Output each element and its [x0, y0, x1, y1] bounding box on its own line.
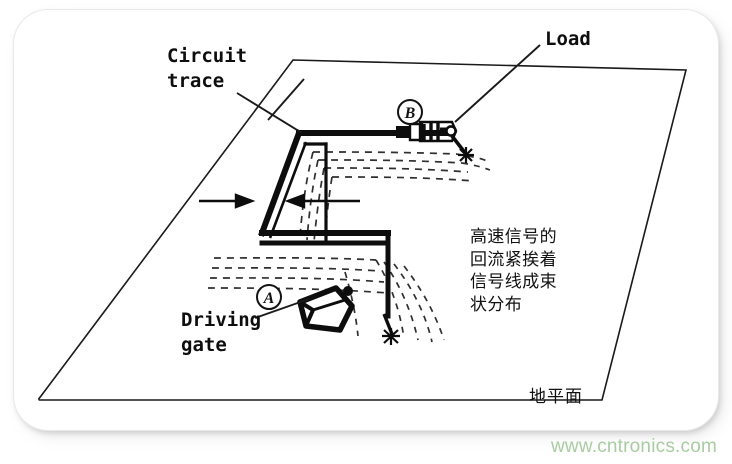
label-ground-plane: 地平面	[529, 387, 583, 407]
figure-card-inner	[36, 28, 696, 412]
marker-b-load: B	[397, 99, 423, 125]
figure-card	[14, 10, 718, 430]
marker-a-driving-gate: A	[256, 284, 282, 310]
label-load: Load	[545, 28, 591, 50]
label-return-current-note: 高速信号的 回流紧挨着 信号线成束 状分布	[470, 227, 557, 315]
label-circuit-trace: Circuit trace	[167, 45, 248, 92]
watermark-cntronics: www.cntronics.com	[551, 436, 717, 457]
label-driving-gate: Driving gate	[181, 309, 262, 356]
